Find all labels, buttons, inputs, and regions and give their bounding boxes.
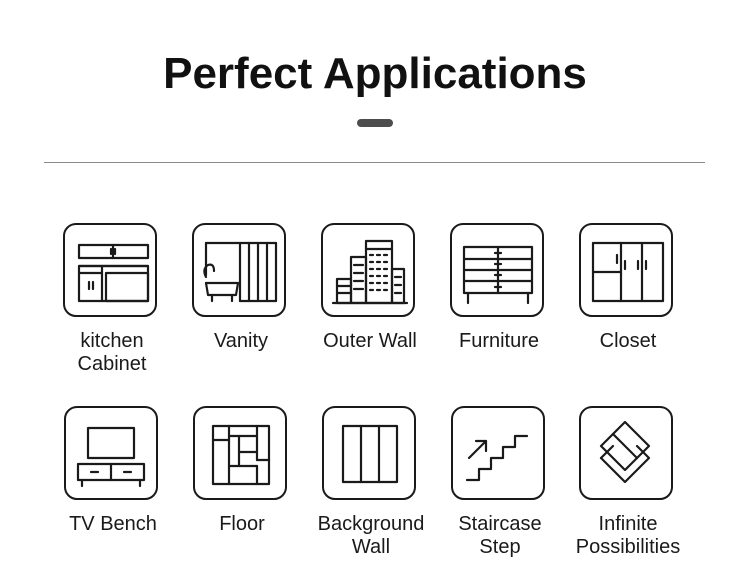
application-label: Infinite Possibilities xyxy=(575,513,681,558)
icon-tile xyxy=(193,406,287,500)
infinite-possibilities-icon xyxy=(599,420,651,484)
background-wall-icon xyxy=(341,424,399,484)
staircase-step-icon xyxy=(465,434,529,482)
application-label: Floor xyxy=(219,513,265,535)
icon-tile xyxy=(64,406,158,500)
application-label: Furniture xyxy=(458,330,540,352)
icon-tile xyxy=(451,406,545,500)
kitchen-cabinet-icon xyxy=(77,243,150,303)
icon-tile xyxy=(579,406,673,500)
application-label: kitchen Cabinet xyxy=(77,330,147,375)
icon-tile xyxy=(321,223,415,317)
header-divider xyxy=(44,162,705,163)
application-label: Vanity xyxy=(213,330,269,352)
page-title: Perfect Applications xyxy=(163,49,587,98)
application-label: Closet xyxy=(599,330,657,352)
application-label: Background Wall xyxy=(317,513,425,558)
outer-wall-icon xyxy=(331,239,409,305)
icon-tile xyxy=(192,223,286,317)
floor-icon xyxy=(211,424,271,486)
application-label: Outer Wall xyxy=(323,330,417,352)
icon-tile xyxy=(450,223,544,317)
application-label: Staircase Step xyxy=(458,513,542,558)
furniture-icon xyxy=(462,245,534,305)
closet-icon xyxy=(591,241,665,303)
application-label: TV Bench xyxy=(69,513,157,535)
title-accent-bar xyxy=(357,119,393,127)
icon-tile xyxy=(322,406,416,500)
icon-tile xyxy=(579,223,673,317)
icon-tile xyxy=(63,223,157,317)
vanity-icon xyxy=(203,241,278,303)
tv-bench-icon xyxy=(76,426,146,488)
